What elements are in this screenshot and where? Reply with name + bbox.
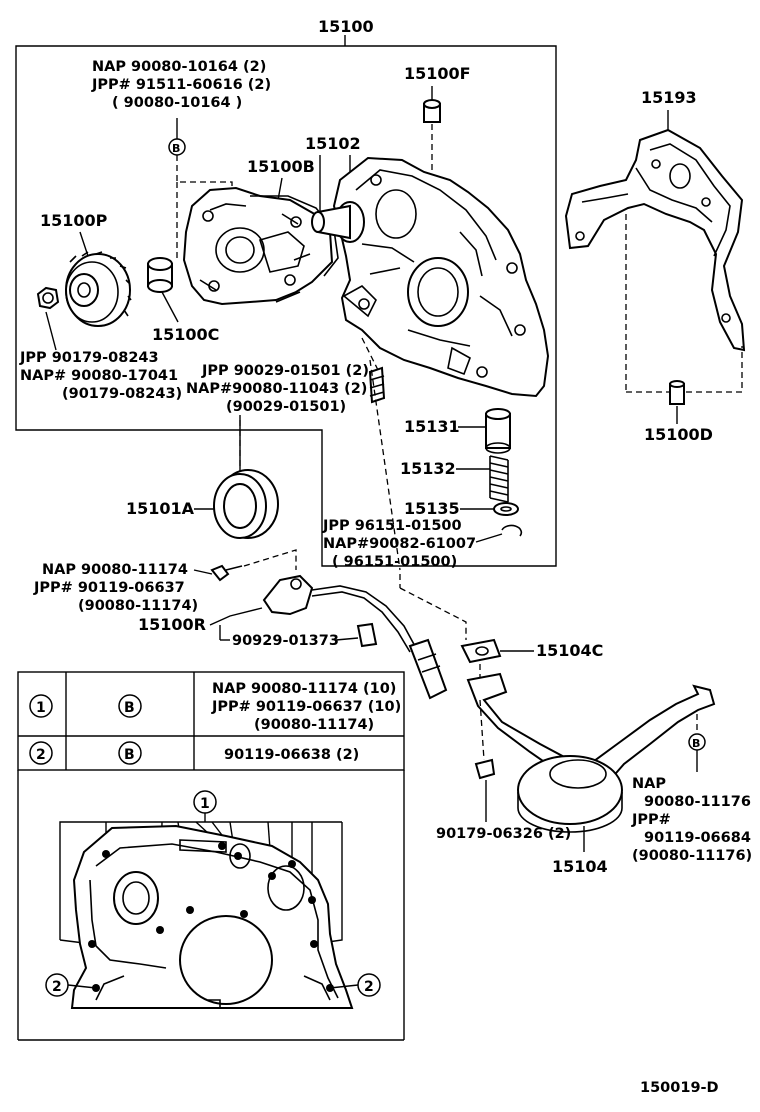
ref-line: JPP 90179-08243: [19, 350, 159, 366]
oil-pressure-sensor-15100R: [262, 574, 448, 700]
oil-seal-15101A: [213, 469, 279, 539]
label-90929: 90929-01373: [232, 633, 339, 649]
svg-text:B: B: [124, 700, 135, 716]
washer-15135: [493, 502, 519, 516]
callout-2-left: 2: [45, 973, 97, 997]
ref-line: ( 90080-10164 ): [112, 95, 242, 111]
label-15132: 15132: [400, 459, 456, 478]
ref-line: 90119-06684: [644, 830, 751, 846]
pump-cover-plate: [182, 186, 334, 306]
gasket-15104C: [460, 638, 502, 664]
dowel-pin-15100F: [423, 99, 441, 123]
ref-line: JPP# 90119-06637: [33, 580, 185, 596]
ref-line: (90179-08243): [62, 386, 182, 402]
svg-text:B: B: [692, 737, 700, 750]
ref-line: NAP#90080-11043 (2): [186, 381, 367, 397]
strainer-bolt-ref: NAP 90080-11176 JPP# 90119-06684 (90080-…: [631, 776, 752, 864]
label-15131: 15131: [404, 417, 460, 436]
cover-detail-drawing: [70, 824, 354, 1009]
table-row: 1 B NAP 90080-11174 (10) JPP# 90119-0663…: [29, 681, 401, 733]
table-cell: 90119-06638 (2): [224, 747, 359, 763]
label-15100P: 15100P: [40, 211, 108, 230]
dowel-pin-15100D: [669, 380, 685, 405]
pulley-15100P: [65, 251, 132, 327]
callout-2-right: 2: [329, 973, 381, 997]
b-mark-icon: B: [688, 733, 706, 751]
svg-text:2: 2: [52, 979, 62, 995]
label-90179-06326: 90179-06326 (2): [436, 826, 571, 842]
snap-ring-icon: [501, 524, 523, 537]
snap-ring-ref: JPP 96151-01500 NAP#90082-61007 ( 96151-…: [322, 518, 476, 570]
label-15100R: 15100R: [138, 615, 206, 634]
sensor-bolt-ref: NAP 90080-11174 JPP# 90119-06637 (90080-…: [33, 562, 198, 614]
label-15102: 15102: [305, 134, 361, 153]
diagram-id: 150019-D: [640, 1080, 719, 1096]
ref-line: NAP#90082-61007: [323, 536, 476, 552]
ref-line: JPP 90029-01501 (2): [201, 363, 369, 379]
ref-line: (90029-01501): [226, 399, 346, 415]
ref-line: NAP 90080-11174: [42, 562, 188, 578]
label-15104: 15104: [552, 857, 608, 876]
ref-line: NAP 90080-10164 (2): [92, 59, 266, 75]
ref-line: JPP# 91511-60616 (2): [91, 77, 271, 93]
label-15100B: 15100B: [247, 157, 315, 176]
bolt-top-ref: NAP 90080-10164 (2) JPP# 91511-60616 (2)…: [91, 59, 271, 111]
svg-text:B: B: [172, 142, 180, 155]
table-cell: (90080-11174): [254, 717, 374, 733]
label-15104C: 15104C: [536, 641, 603, 660]
bolt-icon: [474, 758, 496, 780]
drive-rotor-15102: [311, 201, 365, 243]
ref-line: NAP: [632, 776, 666, 792]
label-15101A: 15101A: [126, 499, 195, 518]
clip-icon: [356, 622, 378, 648]
svg-text:1: 1: [36, 700, 46, 716]
ref-line: (90080-11176): [632, 848, 752, 864]
spring-15132: [489, 455, 509, 503]
label-15193: 15193: [641, 88, 697, 107]
svg-text:B: B: [124, 747, 135, 763]
timing-cover: [332, 156, 550, 398]
label-15100F: 15100F: [404, 64, 471, 83]
svg-text:2: 2: [36, 747, 46, 763]
nut-icon: [36, 286, 60, 310]
table-row: 2 B 90119-06638 (2): [29, 741, 359, 765]
label-15100D: 15100D: [644, 425, 713, 444]
relief-valve-15131: [485, 408, 511, 454]
bolt-icon: [210, 564, 243, 582]
b-mark-icon: B: [168, 138, 186, 156]
label-15135: 15135: [404, 499, 460, 518]
ref-line: NAP# 90080-17041: [20, 368, 178, 384]
ref-line: ( 96151-01500): [332, 554, 457, 570]
plug-ref: JPP 90029-01501 (2) NAP#90080-11043 (2) …: [186, 363, 369, 415]
bushing-15100C: [147, 257, 173, 293]
ref-line: (90080-11174): [78, 598, 198, 614]
svg-text:2: 2: [364, 979, 374, 995]
table-cell: JPP# 90119-06637 (10): [211, 699, 401, 715]
fastener-table: [17, 671, 405, 771]
callout-1: 1: [193, 790, 217, 814]
ref-line: JPP#: [631, 812, 671, 828]
label-15100C: 15100C: [152, 325, 219, 344]
ref-line: 90080-11176: [644, 794, 751, 810]
gasket-15193: [564, 128, 746, 352]
ref-line: JPP 96151-01500: [322, 518, 462, 534]
table-cell: NAP 90080-11174 (10): [212, 681, 396, 697]
assembly-boundary: [15, 35, 557, 567]
detail-boundary: [17, 770, 405, 1041]
label-15100: 15100: [318, 17, 374, 36]
svg-text:1: 1: [200, 796, 210, 812]
pulley-nut-ref: JPP 90179-08243 NAP# 90080-17041 (90179-…: [19, 350, 182, 402]
oil-strainer-15104: [466, 672, 716, 833]
